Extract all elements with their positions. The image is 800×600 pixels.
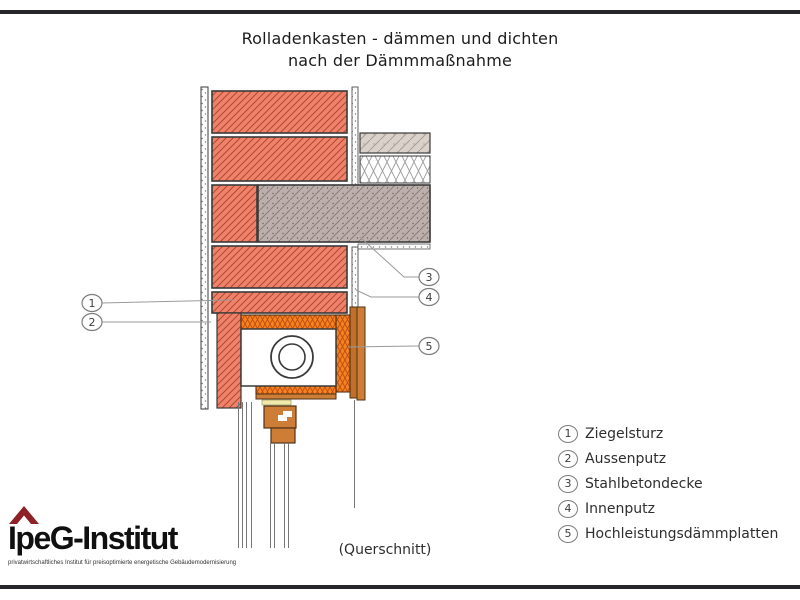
shutter-guide-lines [238,402,252,548]
leader-1 [101,299,234,304]
page-title: Rolladenkasten - dämmen und dichten nach… [0,28,800,72]
roller-shutter-box [216,306,366,409]
callout-number-4: 4 [426,291,433,304]
legend: 1 Ziegelsturz 2 Aussenputz 3 Stahlbetond… [558,421,778,546]
exterior-plaster-strip [200,86,209,410]
legend-label-3: Stahlbetondecke [585,475,703,492]
callout-circle-1 [81,293,103,313]
logo-name: IpeG-Institut [8,520,178,556]
box-exterior-shell [216,312,242,409]
brick-course [211,90,348,134]
brick-lintel-ziegelsturz [211,291,348,314]
logo-tagline: privatwirtschaftliches Institut für prei… [8,560,237,566]
interior-plaster-strip [351,246,359,314]
title-line-2: nach der Dämmmaßnahme [287,51,513,70]
legend-item-ziegelsturz: 1 Ziegelsturz [558,421,778,446]
legend-badge-4: 4 [558,499,578,518]
leader-4 [355,289,419,298]
legend-badge-3: 3 [558,474,578,493]
window-sill-seal [261,399,292,406]
callout-number-3: 3 [426,271,433,284]
box-insulation-bottom [255,385,337,395]
box-wood-panel [356,306,366,401]
legend-badge-1: 1 [558,424,578,443]
leader-lines [101,236,420,348]
legend-item-innenputz: 4 Innenputz [558,496,778,521]
legend-label-1: Ziegelsturz [585,425,664,442]
legend-label-5: Hochleistungsdämmplatten [585,525,779,542]
frame-notch [283,411,292,417]
title-line-1: Rolladenkasten - dämmen und dichten [241,29,559,48]
legend-label-2: Aussenputz [585,450,667,467]
ceiling-plaster-strip [357,243,431,250]
callout-number-2: 2 [89,316,96,329]
frame-notch [278,415,287,421]
window-frame [261,399,297,444]
window-frame-lower [270,427,296,444]
bottom-rule [0,585,800,589]
top-rule [0,10,800,14]
brick-course [211,245,348,289]
legend-item-aussenputz: 2 Aussenputz [558,446,778,471]
callouts: 1 2 3 4 5 [81,267,440,356]
callout-circle-4 [418,287,440,307]
floor-screed [359,132,431,154]
callout-number-5: 5 [426,340,433,353]
box-insulation-right [335,314,351,393]
interior-plaster-strip [351,86,359,186]
leader-3 [359,236,419,278]
concrete-slab-stahlbetondecke [257,184,431,243]
construction-lines [238,400,355,548]
legend-item-stahlbetondecke: 3 Stahlbetondecke [558,471,778,496]
brick-course [211,136,348,182]
callout-circle-5 [418,336,440,356]
brick-course [211,184,258,243]
callout-circle-3 [418,267,440,287]
box-wood-panel [349,306,358,399]
box-wood-bottom [255,393,337,400]
legend-badge-5: 5 [558,524,578,543]
brick-wall [211,90,348,314]
roller-shutter-roll-core [278,343,306,371]
legend-item-hochleistungsdaemmplatten: 5 Hochleistungsdämmplatten [558,521,778,546]
callout-number-1: 1 [89,297,96,310]
section-caption: (Querschnitt) [338,542,432,558]
legend-badge-2: 2 [558,449,578,468]
legend-label-4: Innenputz [585,500,655,517]
box-insulation-top [240,314,349,330]
glazing-lines [270,443,289,548]
leader-5 [347,345,420,348]
floor-impact-insulation [359,155,431,184]
callout-circle-2 [81,312,103,332]
logo-roof-icon [9,506,39,524]
